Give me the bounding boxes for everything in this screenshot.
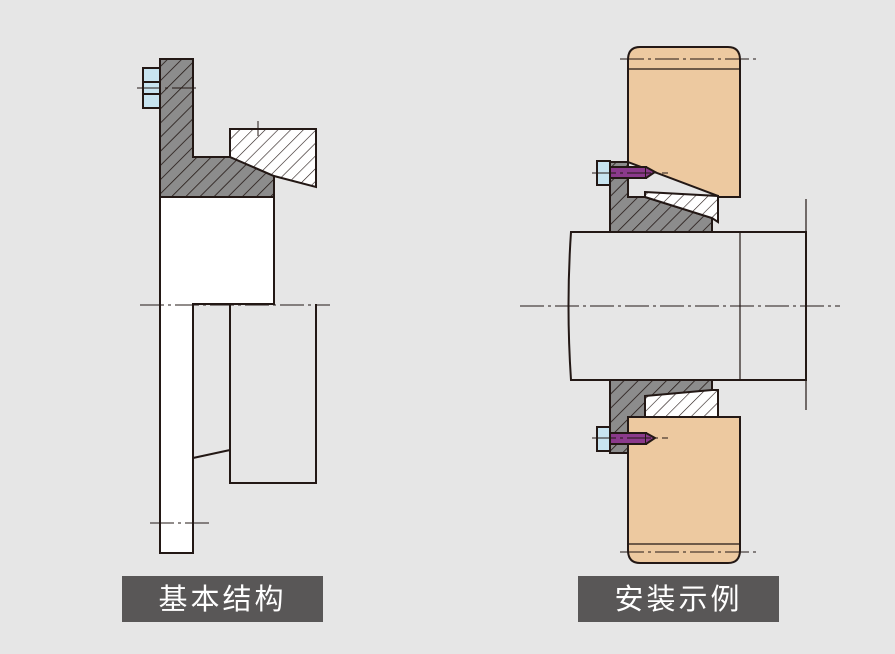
tapered-ring-section (229, 128, 317, 189)
caption-installation-example: 安装示例 (578, 576, 779, 622)
upper-taper-ring (644, 190, 719, 224)
lower-bolt-head (596, 426, 611, 452)
flange-body (159, 196, 275, 554)
bore-contour (192, 304, 317, 553)
shaft (567, 231, 807, 381)
installation-example-drawing (520, 46, 840, 564)
hub-top (627, 46, 741, 198)
caption-basic-structure: 基本结构 (122, 576, 323, 622)
basic-structure-drawing (137, 58, 330, 554)
hub-bottom (627, 416, 741, 564)
lower-taper-ring (644, 389, 719, 418)
